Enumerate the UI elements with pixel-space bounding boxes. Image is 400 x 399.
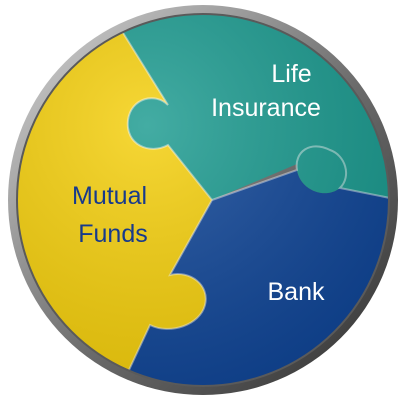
label-bank: Bank <box>268 278 325 306</box>
label-life-insurance: Life Insurance <box>211 60 321 122</box>
gloss-overlay <box>17 14 389 386</box>
label-mutual-funds-line-2: Funds <box>78 220 147 248</box>
label-bank-line-1: Bank <box>268 278 325 306</box>
inner-rim <box>16 13 390 387</box>
label-life-insurance-line-2: Insurance <box>211 94 321 122</box>
label-life-insurance-line-1: Life <box>271 60 311 88</box>
label-mutual-funds: Mutual Funds <box>72 182 154 248</box>
label-mutual-funds-line-1: Mutual <box>72 182 147 210</box>
